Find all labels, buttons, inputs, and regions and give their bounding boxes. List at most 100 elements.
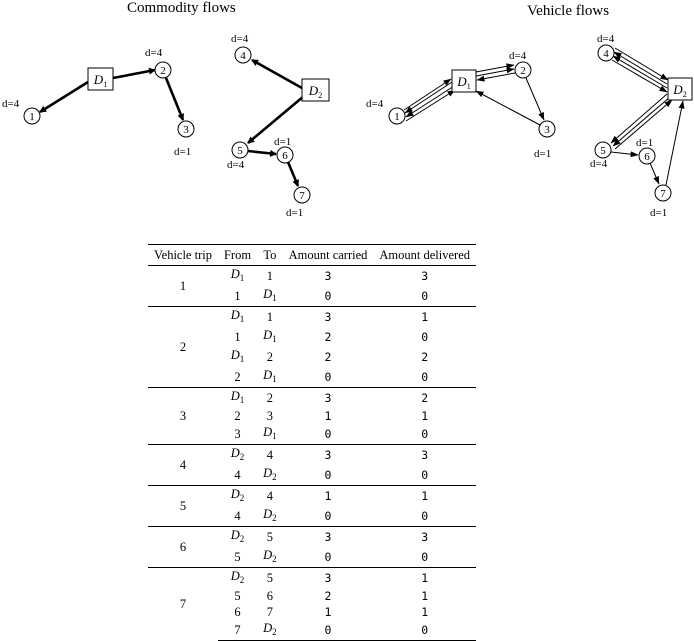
svg-text:4: 4 bbox=[603, 48, 609, 60]
customer-2-commodity: 2 bbox=[154, 61, 172, 79]
amount-carried-cell: 3 bbox=[282, 567, 374, 588]
to-cell: D2 bbox=[263, 548, 277, 564]
vehicle-trip-number: 2 bbox=[148, 306, 218, 388]
commodity-arc-d1-1 bbox=[39, 80, 89, 114]
amount-delivered-cell: 0 bbox=[373, 620, 476, 641]
vehicle-arc-d1-2-a bbox=[475, 63, 515, 73]
amount-delivered-cell: 3 bbox=[373, 265, 476, 286]
svg-text:7: 7 bbox=[660, 188, 666, 200]
amount-carried-cell: 0 bbox=[324, 289, 332, 303]
customer-6-vehicle: 6 bbox=[638, 147, 656, 165]
to-cell: D2 bbox=[263, 466, 277, 482]
amount-delivered-cell: 3 bbox=[373, 526, 476, 547]
commodity-flows-title: Commodity flows bbox=[127, 0, 236, 16]
demand-label-4: d=4 bbox=[597, 33, 615, 45]
commodity-arc-6-7 bbox=[286, 161, 300, 187]
vehicle-trip-number: 3 bbox=[148, 387, 218, 445]
to-cell: 4 bbox=[257, 485, 283, 506]
from-cell: 2 bbox=[234, 370, 241, 384]
customer-4-vehicle: 4 bbox=[597, 44, 615, 62]
from-cell: 5 bbox=[234, 589, 241, 603]
vehicle-arc-1-d1-c bbox=[405, 89, 456, 122]
svg-text:2: 2 bbox=[520, 65, 526, 77]
svg-text:4: 4 bbox=[240, 50, 246, 62]
commodity-arc-d1-2 bbox=[112, 67, 156, 80]
demand-label-7: d=1 bbox=[286, 207, 303, 219]
customer-2-vehicle: 2 bbox=[514, 61, 532, 79]
vehicle-arc-d2-4-a bbox=[613, 51, 668, 85]
amount-delivered-cell: 1 bbox=[373, 306, 476, 327]
header-to: To bbox=[257, 244, 283, 266]
vehicle-trip-number: 5 bbox=[148, 485, 218, 527]
svg-text:3: 3 bbox=[544, 124, 550, 136]
amount-delivered-cell: 0 bbox=[421, 550, 429, 564]
to-cell: D1 bbox=[263, 328, 277, 344]
demand-label-3: d=1 bbox=[534, 148, 551, 160]
to-cell: D2 bbox=[263, 507, 277, 523]
customer-6-commodity: 6 bbox=[276, 146, 294, 164]
depot-d2-vehicle: D2 bbox=[667, 77, 693, 101]
amount-carried-cell: 1 bbox=[324, 409, 332, 423]
amount-delivered-cell: 2 bbox=[421, 350, 429, 364]
demand-label-1: d=4 bbox=[366, 98, 384, 110]
svg-text:3: 3 bbox=[183, 124, 189, 136]
customer-7-vehicle: 7 bbox=[654, 184, 672, 202]
from-cell: 2 bbox=[234, 409, 241, 423]
vehicle-arc-4-d2-a bbox=[611, 59, 668, 93]
commodity-arc-d2-5 bbox=[247, 95, 305, 144]
demand-label-2: d=4 bbox=[145, 47, 163, 59]
amount-carried-cell: 0 bbox=[324, 550, 332, 564]
amount-delivered-cell: 1 bbox=[421, 605, 429, 619]
svg-text:5: 5 bbox=[237, 145, 243, 157]
vehicle-arc-5-6 bbox=[610, 151, 639, 158]
from-cell: 1 bbox=[234, 330, 241, 344]
from-cell: 4 bbox=[234, 468, 241, 482]
amount-delivered-cell: 1 bbox=[421, 589, 429, 603]
header-from: From bbox=[217, 244, 258, 266]
customer-3-vehicle: 3 bbox=[538, 120, 556, 138]
from-cell: D2 bbox=[217, 444, 258, 465]
depot-d1-vehicle: D1 bbox=[451, 69, 477, 93]
customer-1-vehicle: 1 bbox=[388, 107, 406, 125]
vehicle-arc-3-d1 bbox=[475, 90, 541, 126]
amount-delivered-cell: 2 bbox=[373, 387, 476, 408]
amount-carried-cell: 2 bbox=[324, 330, 332, 344]
from-cell: D1 bbox=[230, 348, 245, 364]
vehicle-trip-number: 7 bbox=[148, 567, 218, 641]
vehicle-arc-d1-2-b bbox=[475, 67, 515, 77]
customer-4-commodity: 4 bbox=[234, 46, 252, 64]
amount-carried-cell: 3 bbox=[282, 387, 374, 408]
to-cell: 6 bbox=[266, 589, 273, 603]
amount-delivered-cell: 0 bbox=[421, 509, 429, 523]
amount-carried-cell: 0 bbox=[324, 509, 332, 523]
from-cell: 3 bbox=[234, 427, 241, 441]
vehicle-arc-2-3 bbox=[525, 77, 545, 121]
from-cell: D1 bbox=[217, 387, 258, 408]
to-cell: 1 bbox=[257, 306, 283, 327]
svg-text:1: 1 bbox=[394, 111, 400, 123]
amount-carried-cell: 0 bbox=[282, 620, 374, 641]
to-cell: 5 bbox=[257, 526, 283, 547]
vehicle-arc-d2-5-b bbox=[612, 96, 671, 147]
vehicle-trip-number: 1 bbox=[148, 265, 218, 307]
depot-d2-commodity: D2 bbox=[301, 78, 330, 102]
amount-delivered-cell: 0 bbox=[421, 289, 429, 303]
demand-label-7: d=1 bbox=[650, 207, 667, 219]
from-cell: 6 bbox=[234, 605, 241, 619]
header-vehicle-trip: Vehicle trip bbox=[148, 244, 218, 266]
vehicle-arc-6-7 bbox=[649, 162, 660, 185]
demand-label-6: d=1 bbox=[274, 136, 291, 148]
from-cell: 1 bbox=[234, 289, 241, 303]
amount-delivered-cell: 1 bbox=[373, 567, 476, 588]
table-header-row: Vehicle trip From To Amount carried Amou… bbox=[148, 244, 476, 266]
amount-delivered-cell: 3 bbox=[373, 444, 476, 465]
vehicle-trip-number: 6 bbox=[148, 526, 218, 568]
